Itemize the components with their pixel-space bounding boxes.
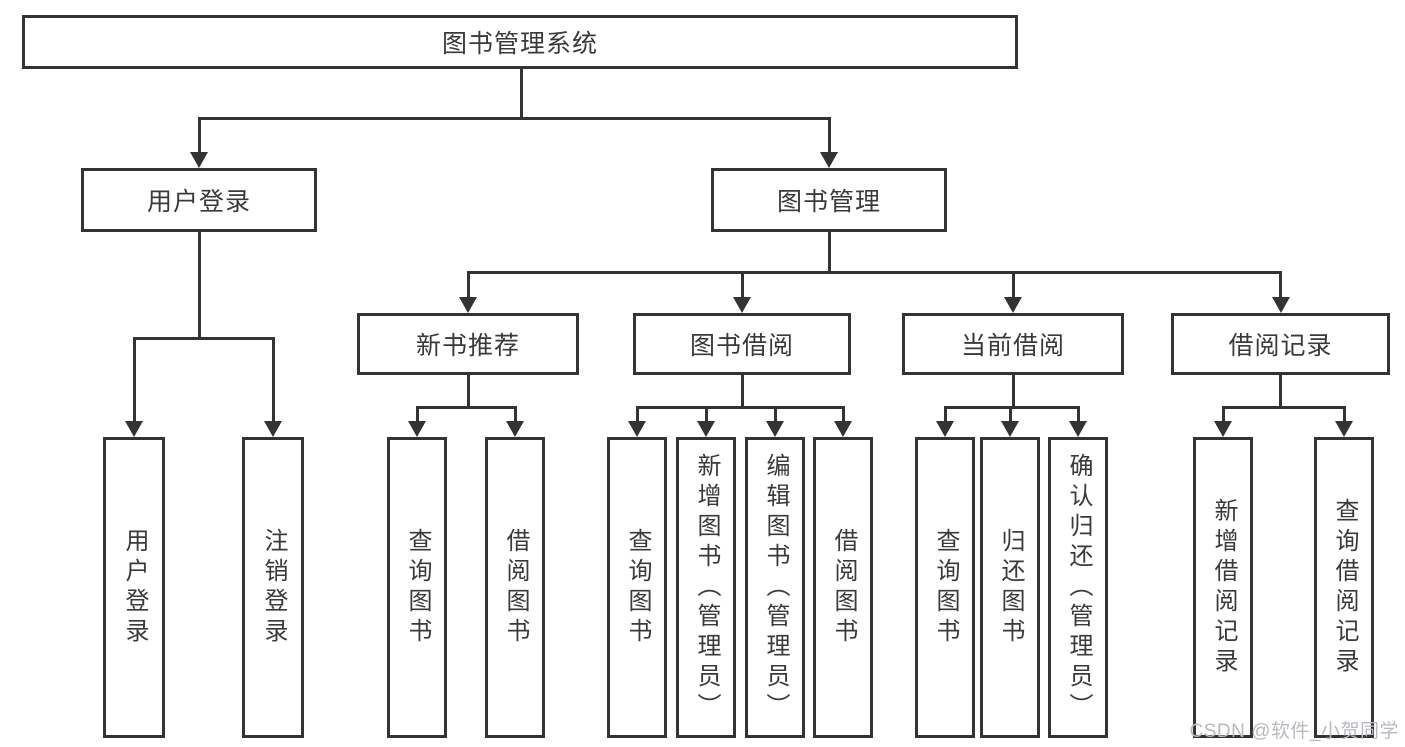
connector-line xyxy=(827,117,831,153)
leaf-add-borrow-record: 新增借阅记录 xyxy=(1193,437,1253,738)
arrowhead-icon xyxy=(125,421,143,437)
connector-line xyxy=(773,406,777,422)
leaf-logout: 注销登录 xyxy=(242,437,304,738)
node-book-borrow: 图书借阅 xyxy=(633,313,851,375)
node-new-book-recommend: 新书推荐 xyxy=(357,313,579,375)
node-borrow-records: 借阅记录 xyxy=(1171,313,1390,375)
node-label: 图书管理系统 xyxy=(441,30,598,58)
node-current-borrow: 当前借阅 xyxy=(902,313,1124,375)
leaf-query-books-current: 查询图书 xyxy=(915,437,975,738)
node-label: 用户登录 xyxy=(146,188,251,216)
leaf-return-books: 归还图书 xyxy=(980,437,1040,738)
connector-line xyxy=(1279,375,1282,409)
connector-line xyxy=(132,337,274,340)
node-label: 编辑图书（管理员） xyxy=(762,452,789,723)
connector-line xyxy=(635,406,639,422)
node-label: 归还图书 xyxy=(997,527,1024,648)
connector-line xyxy=(827,232,831,274)
connector-line xyxy=(943,406,947,422)
leaf-borrow-books: 借阅图书 xyxy=(813,437,873,738)
arrowhead-icon xyxy=(697,421,715,437)
connector-line xyxy=(271,337,275,422)
connector-line xyxy=(466,375,470,409)
arrowhead-icon xyxy=(459,297,477,313)
arrowhead-icon xyxy=(733,297,751,313)
arrowhead-icon xyxy=(1069,421,1087,437)
connector-line xyxy=(704,406,708,422)
connector-line xyxy=(740,271,744,298)
arrowhead-icon xyxy=(190,152,208,168)
leaf-query-borrow-record: 查询借阅记录 xyxy=(1314,437,1374,738)
arrowhead-icon xyxy=(264,421,282,437)
connector-line xyxy=(1076,406,1080,422)
connector-line xyxy=(740,375,744,409)
leaf-edit-books-admin: 编辑图书（管理员） xyxy=(745,437,805,738)
arrowhead-icon xyxy=(628,421,646,437)
leaf-user-login: 用户登录 xyxy=(103,437,165,738)
node-label: 注销登录 xyxy=(260,527,287,648)
node-label: 用户登录 xyxy=(121,527,148,648)
arrowhead-icon xyxy=(820,152,838,168)
connector-line xyxy=(1008,406,1012,422)
arrowhead-icon xyxy=(936,421,954,437)
connector-line xyxy=(1221,406,1344,409)
node-label: 借阅记录 xyxy=(1228,332,1333,360)
arrowhead-icon xyxy=(766,421,784,437)
connector-line xyxy=(1011,375,1015,409)
connector-line xyxy=(841,406,845,422)
node-label: 当前借阅 xyxy=(960,332,1065,360)
connector-line xyxy=(1011,271,1015,298)
arrowhead-icon xyxy=(1001,421,1019,437)
arrowhead-icon xyxy=(408,421,426,437)
arrowhead-icon xyxy=(1271,297,1290,313)
node-label: 确认归还（管理员） xyxy=(1065,452,1092,723)
arrowhead-icon xyxy=(1335,421,1353,437)
node-system-root: 图书管理系统 xyxy=(22,15,1018,69)
connector-line xyxy=(519,69,523,119)
node-label: 借阅图书 xyxy=(502,527,529,648)
leaf-borrow-books-recommend: 借阅图书 xyxy=(485,437,545,738)
node-label: 借阅图书 xyxy=(830,527,857,648)
arrowhead-icon xyxy=(1214,421,1232,437)
leaf-confirm-return-admin: 确认归还（管理员） xyxy=(1048,437,1108,738)
arrowhead-icon xyxy=(834,421,852,437)
connector-line xyxy=(635,406,845,409)
node-label: 查询图书 xyxy=(932,527,959,648)
node-label: 查询图书 xyxy=(624,527,651,648)
connector-line xyxy=(197,117,831,120)
node-label: 新增借阅记录 xyxy=(1210,497,1237,678)
leaf-query-books-borrow: 查询图书 xyxy=(607,437,667,738)
leaf-query-books-recommend: 查询图书 xyxy=(387,437,447,738)
node-label: 新书推荐 xyxy=(415,332,520,360)
connector-line xyxy=(1279,271,1282,298)
node-label: 新增图书（管理员） xyxy=(693,452,720,723)
node-label: 图书管理 xyxy=(776,188,881,216)
connector-line xyxy=(132,337,136,422)
connector-line xyxy=(197,117,201,153)
node-label: 查询图书 xyxy=(404,527,431,648)
connector-line xyxy=(415,406,517,409)
leaf-add-books-admin: 新增图书（管理员） xyxy=(676,437,736,738)
connector-line xyxy=(415,406,419,422)
connector-line xyxy=(1221,406,1225,422)
arrowhead-icon xyxy=(506,421,524,437)
arrowhead-icon xyxy=(1004,297,1022,313)
connector-line xyxy=(1342,406,1346,422)
node-book-management: 图书管理 xyxy=(711,168,947,232)
connector-line xyxy=(943,406,1080,409)
node-label: 图书借阅 xyxy=(689,332,794,360)
connector-line xyxy=(197,232,201,340)
node-label: 查询借阅记录 xyxy=(1331,497,1358,678)
connector-line xyxy=(513,406,517,422)
connector-line xyxy=(466,271,470,298)
node-user-login: 用户登录 xyxy=(81,168,317,232)
connector-line xyxy=(466,271,1281,274)
csdn-watermark: CSDN @软件_小贺同学 xyxy=(1189,721,1399,742)
